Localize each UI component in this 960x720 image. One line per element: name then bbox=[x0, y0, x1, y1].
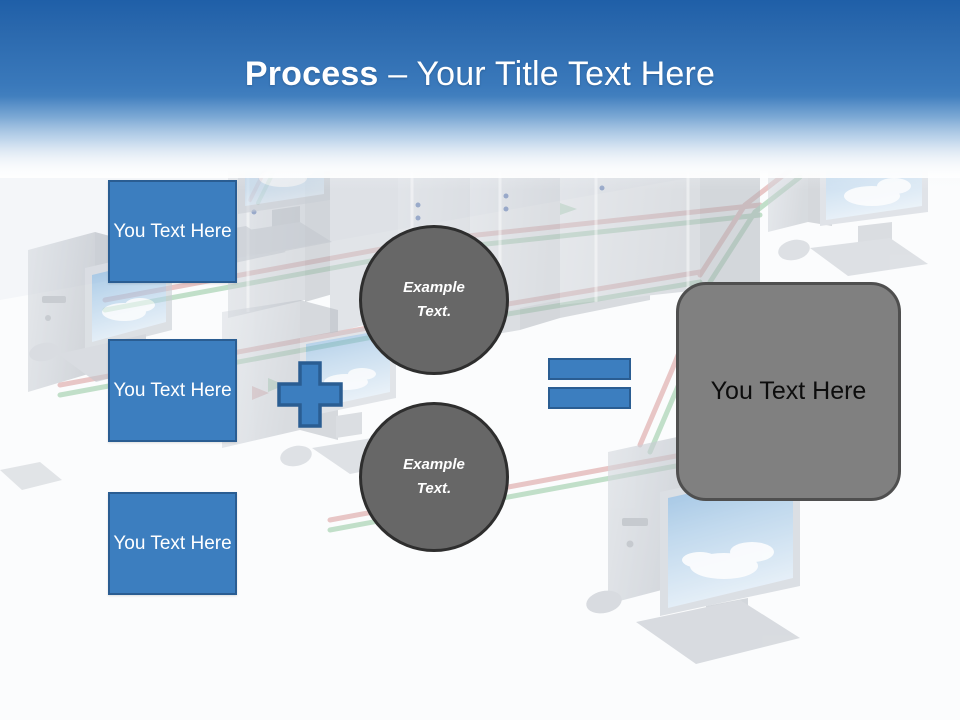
page-title-rest: – Your Title Text Here bbox=[378, 55, 716, 93]
example-circle-1-line1: Example bbox=[403, 279, 465, 296]
equals-bar-top bbox=[548, 358, 631, 380]
example-circle-1[interactable]: Example Text. bbox=[359, 225, 509, 375]
input-box-1[interactable]: You Text Here bbox=[108, 180, 237, 283]
example-circle-2-line1: Example bbox=[403, 456, 465, 473]
page-title: Process – Your Title Text Here bbox=[0, 52, 960, 96]
example-circle-2-line2: Text. bbox=[416, 480, 452, 497]
equals-icon bbox=[548, 358, 631, 409]
input-box-1-label: You Text Here bbox=[113, 220, 232, 242]
example-circle-2[interactable]: Example Text. bbox=[359, 402, 509, 552]
result-panel-label: You Text Here bbox=[710, 377, 867, 405]
page-title-emphasis: Process bbox=[244, 55, 379, 93]
input-box-2-label: You Text Here bbox=[113, 379, 232, 401]
input-box-3[interactable]: You Text Here bbox=[108, 492, 237, 595]
plus-icon bbox=[277, 361, 343, 428]
input-box-2[interactable]: You Text Here bbox=[108, 339, 237, 442]
example-circle-1-line2: Text. bbox=[416, 303, 452, 320]
result-panel[interactable]: You Text Here bbox=[676, 282, 901, 501]
input-box-3-label: You Text Here bbox=[113, 532, 232, 554]
equals-bar-bottom bbox=[548, 387, 631, 409]
